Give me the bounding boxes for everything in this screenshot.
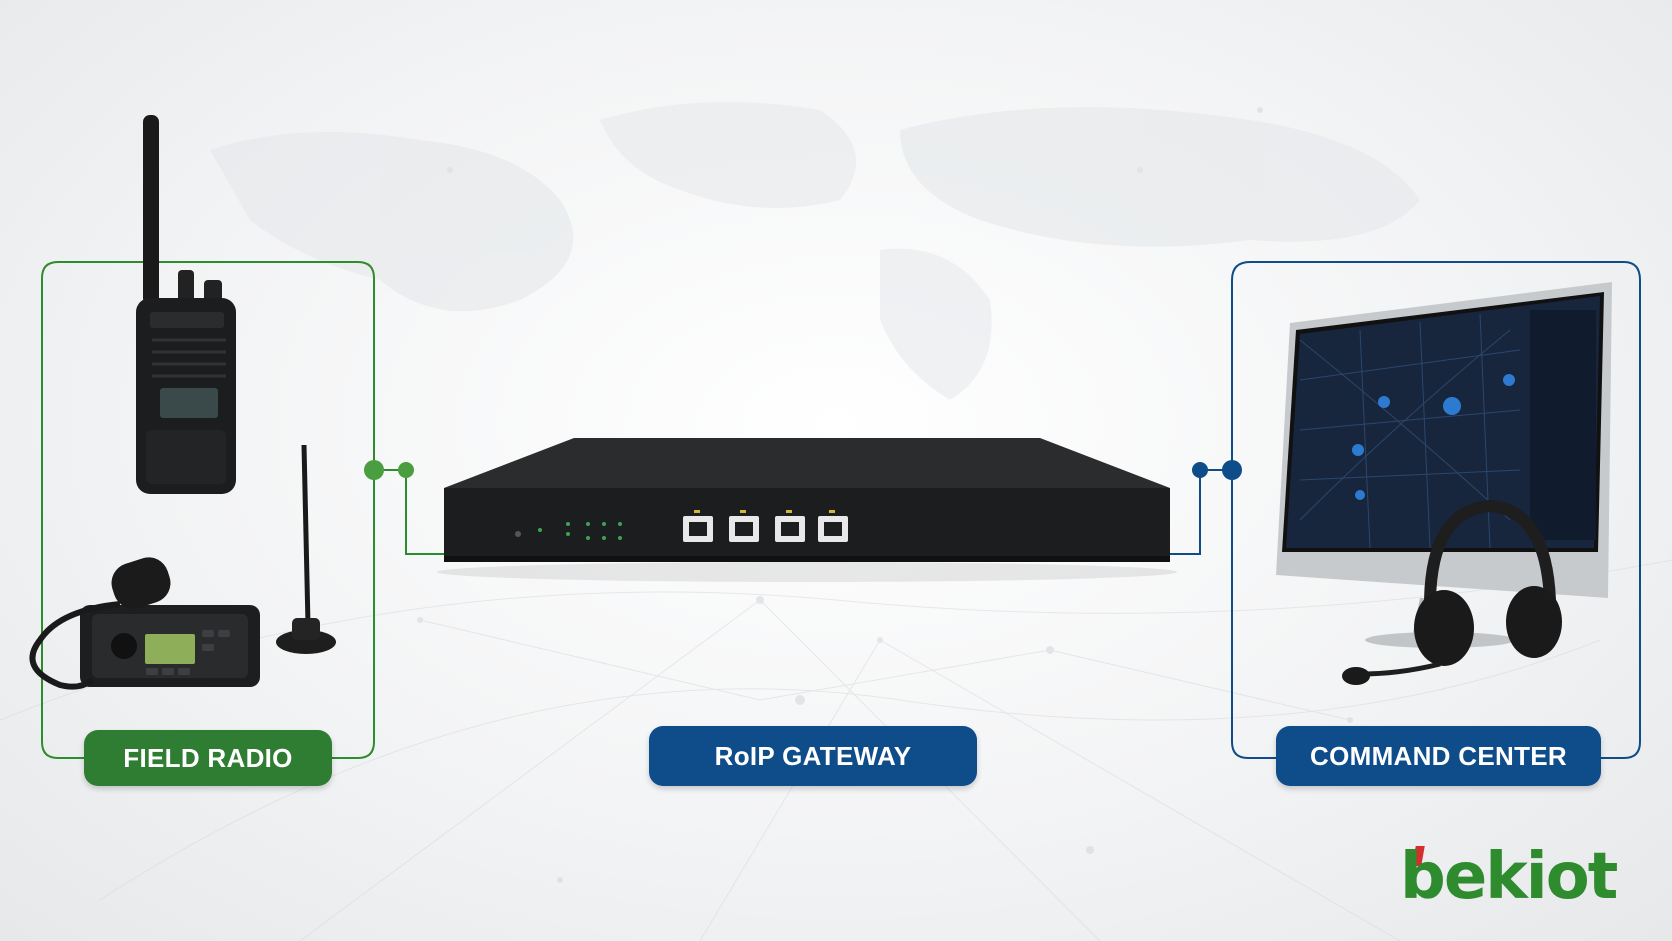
command-center-label: COMMAND CENTER	[1276, 726, 1601, 786]
roip-gateway-device	[437, 438, 1177, 582]
field-radio-label: FIELD RADIO	[84, 730, 332, 786]
connector-right	[1170, 460, 1242, 555]
connector-left	[364, 460, 448, 555]
antenna-icon	[276, 444, 336, 654]
command-center-frame	[1231, 261, 1641, 759]
walkie-talkie-icon	[136, 115, 236, 494]
headset-icon	[1342, 499, 1562, 685]
mobile-radio-icon	[29, 557, 260, 690]
world-map-background	[0, 102, 1672, 941]
field-radio-frame	[41, 261, 375, 759]
roip-gateway-label: RoIP GATEWAY	[649, 726, 977, 786]
brand-logo: bekiot	[1400, 840, 1618, 914]
